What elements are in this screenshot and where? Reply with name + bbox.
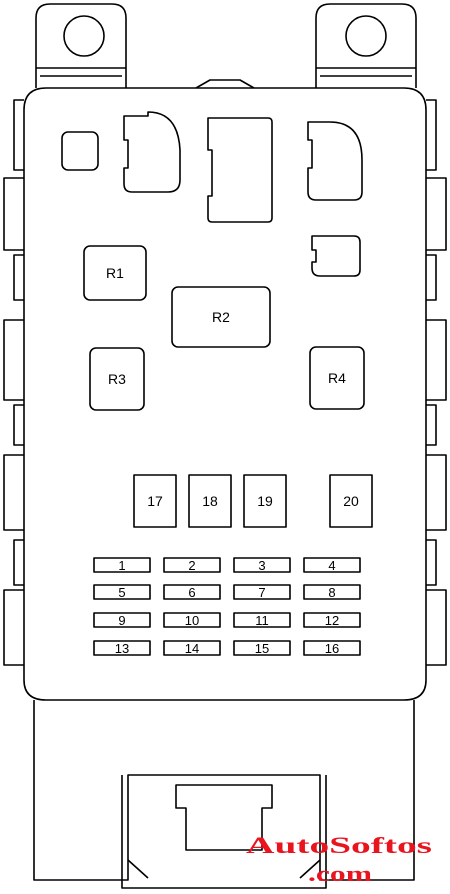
left-side-clips [3, 99, 24, 666]
fuse-5-label: 5 [118, 585, 125, 600]
fuse-2-label: 2 [188, 558, 195, 573]
fuse-3-label: 3 [258, 558, 265, 573]
fuse-20: 20 [329, 474, 373, 528]
top-connector-cavities [61, 111, 363, 277]
fuse-17-label: 17 [147, 493, 163, 509]
fuse-18: 18 [188, 474, 232, 528]
fuse-1: 1 [93, 557, 151, 573]
fuse-10-label: 10 [185, 613, 199, 628]
fuse-15-label: 15 [255, 641, 269, 656]
fuse-1-label: 1 [118, 558, 125, 573]
fuse-box-body [23, 87, 427, 701]
fuse-14: 14 [163, 640, 221, 656]
fuse-9-label: 9 [118, 613, 125, 628]
left-mounting-tab [35, 3, 127, 88]
right-side-clips [426, 99, 447, 666]
fuse-11: 11 [233, 612, 291, 628]
fuse-13: 13 [93, 640, 151, 656]
fuse-7-label: 7 [258, 585, 265, 600]
fuse-11-label: 11 [255, 613, 269, 628]
top-center-bump [195, 79, 255, 89]
fuse-18-label: 18 [202, 493, 218, 509]
relay-r3-label: R3 [108, 371, 126, 387]
fuse-2: 2 [163, 557, 221, 573]
fuse-3: 3 [233, 557, 291, 573]
fuse-8: 8 [303, 584, 361, 600]
relay-r2: R2 [171, 286, 271, 348]
fuse-7: 7 [233, 584, 291, 600]
fuse-19: 19 [243, 474, 287, 528]
fuse-4: 4 [303, 557, 361, 573]
fuse-15: 15 [233, 640, 291, 656]
fuse-6-label: 6 [188, 585, 195, 600]
relay-r4-label: R4 [328, 370, 346, 386]
fuse-13-label: 13 [115, 641, 129, 656]
relay-r3: R3 [89, 347, 145, 411]
bottom-connector [33, 700, 415, 889]
fuse-19-label: 19 [257, 493, 273, 509]
relay-r4: R4 [309, 346, 365, 410]
fuse-4-label: 4 [328, 558, 335, 573]
fuse-5: 5 [93, 584, 151, 600]
fuse-8-label: 8 [328, 585, 335, 600]
fuse-20-label: 20 [343, 493, 359, 509]
fuse-16: 16 [303, 640, 361, 656]
watermark: AutoSoftos .com [246, 833, 432, 886]
fuse-12: 12 [303, 612, 361, 628]
watermark-line1: AutoSoftos [246, 833, 432, 858]
fuse-17: 17 [133, 474, 177, 528]
fuse-14-label: 14 [185, 641, 199, 656]
watermark-line2: .com [308, 861, 372, 886]
fuse-9: 9 [93, 612, 151, 628]
fuse-12-label: 12 [325, 613, 339, 628]
relay-r1: R1 [83, 245, 147, 301]
relay-r2-label: R2 [212, 309, 230, 325]
fuse-10: 10 [163, 612, 221, 628]
right-mounting-tab [315, 3, 417, 88]
fuse-6: 6 [163, 584, 221, 600]
relay-r1-label: R1 [106, 265, 124, 281]
fuse-16-label: 16 [325, 641, 339, 656]
